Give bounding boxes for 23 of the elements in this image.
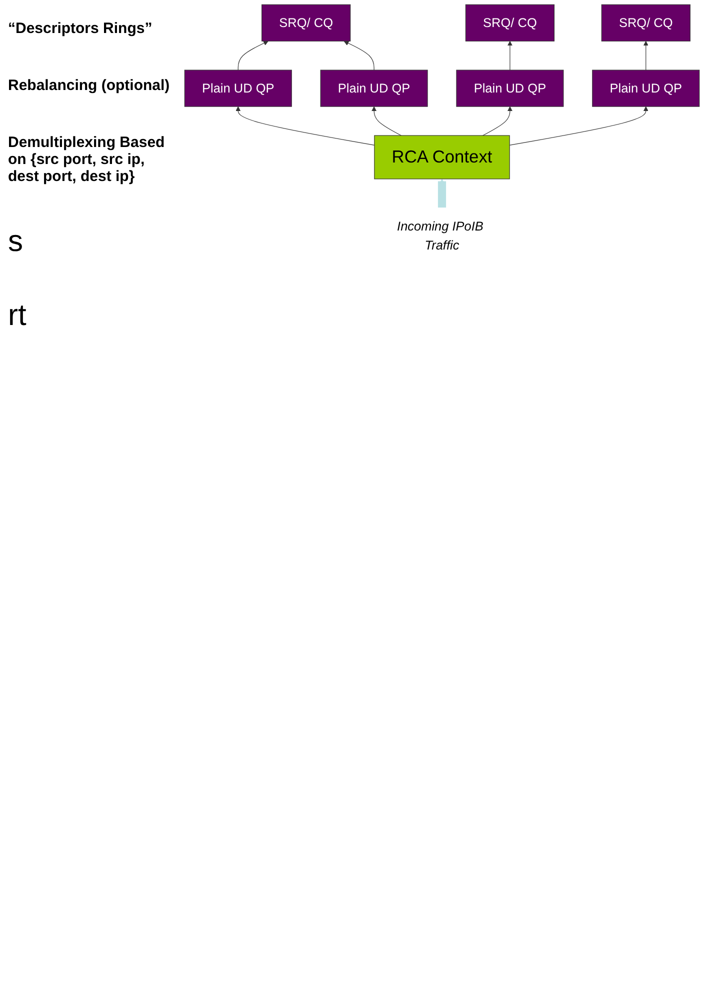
note-text: Rebalancing (optional): [8, 77, 171, 94]
arrow: [238, 40, 268, 70]
text-fragment: rt: [8, 299, 28, 333]
arrow: [438, 178, 446, 210]
arrow: [236, 106, 375, 146]
node-text: Incoming IPoIB Traffic: [397, 218, 484, 252]
node-box: SRQ/ CQ: [465, 4, 555, 42]
node-box: SRQ/ CQ: [601, 4, 690, 42]
node-box: Plain UD QP: [184, 70, 292, 107]
note-text: Demultiplexing Based on {src port, src ip, dest port, dest ip}: [8, 134, 166, 185]
note-text: “Descriptors Rings”: [8, 20, 154, 37]
node-box: Plain UD QP: [592, 70, 700, 107]
arrow: [509, 106, 648, 146]
arrow: [482, 106, 512, 136]
arrow: [344, 40, 374, 70]
node-box: Plain UD QP: [456, 70, 564, 107]
node-box: RCA Context: [374, 135, 510, 180]
arrow: [372, 106, 402, 136]
arrow: [643, 40, 648, 70]
text-fragment: s: [8, 225, 24, 259]
node-box: SRQ/ CQ: [262, 4, 351, 42]
arrow: [507, 40, 512, 70]
node-box: Plain UD QP: [320, 70, 428, 107]
